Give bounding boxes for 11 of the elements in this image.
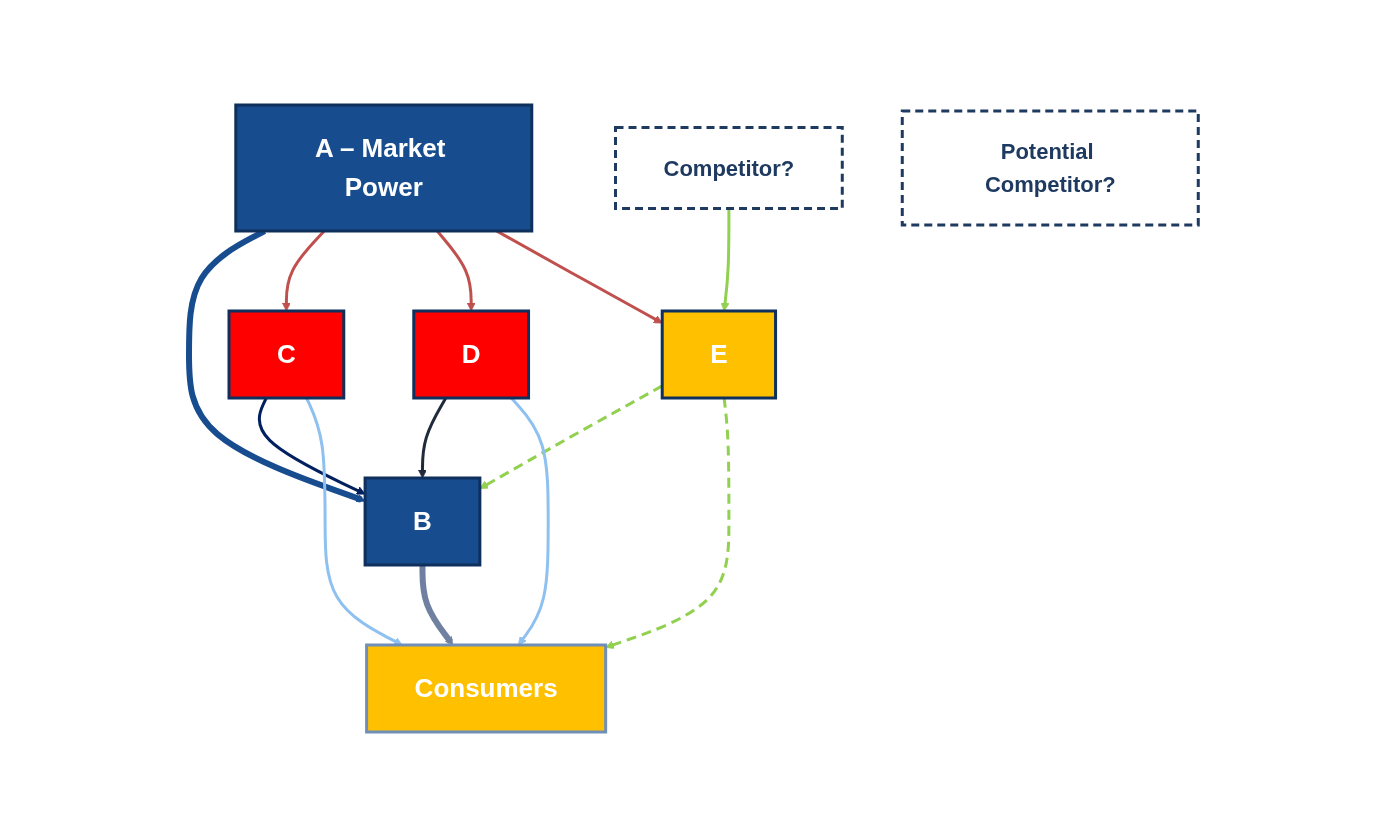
arrow <box>419 565 454 646</box>
node-box: C <box>227 309 346 400</box>
node-box: Competitor? <box>613 126 844 210</box>
node-box: D <box>412 309 530 400</box>
node-box: B <box>363 476 482 567</box>
arrow <box>479 384 663 489</box>
node-box: A – Market Power <box>234 103 534 233</box>
node-box: Consumers <box>364 643 607 734</box>
arrow <box>720 208 731 312</box>
node-box: Potential Competitor? <box>900 109 1200 227</box>
node-box: E <box>660 309 777 400</box>
